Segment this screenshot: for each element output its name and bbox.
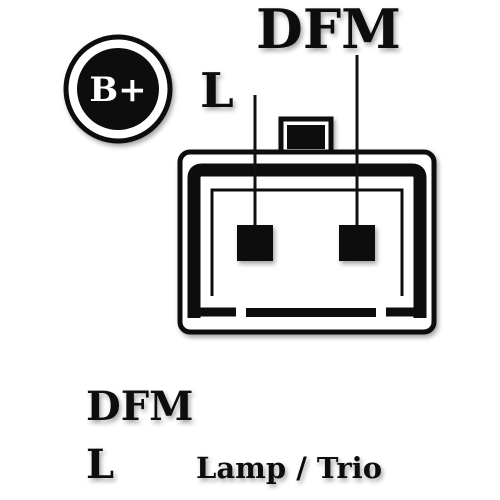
field-terminal-label: DFM [256,0,401,61]
connector-outer-shell [177,149,437,335]
legend-code-l: L [86,441,114,488]
terminal-legend: DFM L Lamp / Trio [86,383,382,488]
badge-inner-disc [77,48,159,130]
legend-description-l: Lamp / Trio [196,451,382,485]
connector-cavity-outline [210,188,404,296]
connector-bottom-lip-right [386,307,425,318]
connector-bottom-lip-left [189,307,236,318]
connector-inner-wall [187,163,427,318]
legend-code-dfm: DFM [86,383,193,430]
lamp-terminal-pin [237,225,273,261]
connector-key-tab-fill [287,125,325,149]
battery-terminal-badge: B+ [63,34,173,144]
connector-bottom-lip-center [246,308,376,317]
battery-terminal-label: B+ [89,70,146,110]
connector-housing [177,116,437,335]
field-terminal-pin [339,225,375,261]
lamp-terminal-label: L [200,63,234,119]
